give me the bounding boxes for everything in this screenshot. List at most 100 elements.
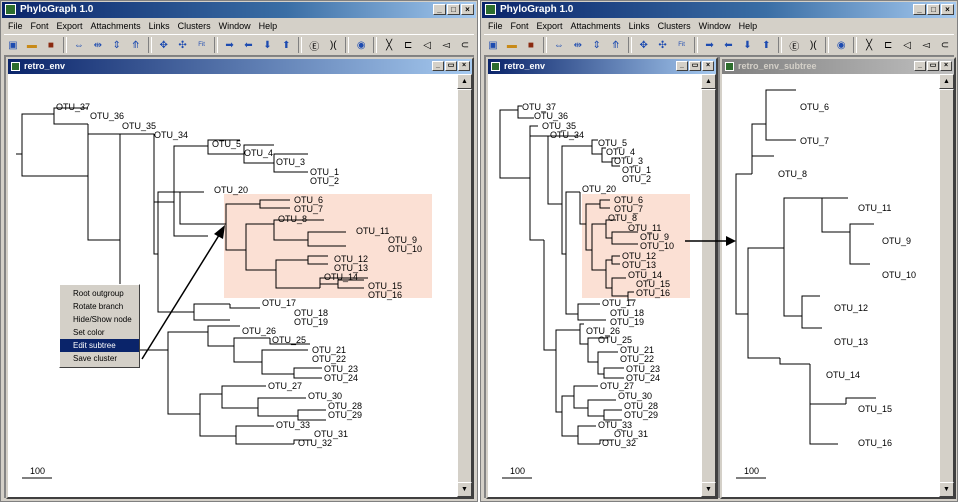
leaf-label[interactable]: OTU_17 (262, 298, 296, 308)
leaf-label[interactable]: OTU_28 (328, 401, 362, 411)
leaf-label[interactable]: OTU_30 (308, 391, 342, 401)
zoom-in-icon[interactable]: ✥ (639, 39, 648, 51)
leaf-label[interactable]: OTU_13 (334, 263, 368, 273)
leaf-label[interactable]: OTU_36 (90, 111, 124, 121)
bracket-icon[interactable]: )( (329, 39, 337, 51)
menu-file[interactable]: File (8, 21, 23, 31)
open-icon[interactable]: ▬ (506, 39, 517, 51)
leaf-label[interactable]: OTU_17 (602, 298, 636, 308)
cross-icon[interactable]: ╳ (386, 39, 393, 51)
leaf-label[interactable]: OTU_14 (628, 270, 662, 280)
fork-icon[interactable]: ⊂ (460, 39, 470, 51)
scroll-thumb[interactable] (939, 89, 954, 485)
menu-export[interactable]: Export (56, 21, 83, 31)
menu-item-root-outgroup[interactable]: Root outgroup (73, 289, 124, 298)
leaf-label[interactable]: OTU_29 (328, 410, 362, 420)
subtree-window-titlebar[interactable]: retro_env_subtree _ ▭ × (722, 59, 954, 74)
minimize-button[interactable]: _ (913, 4, 926, 15)
triangle-icon[interactable]: ◅ (922, 39, 930, 51)
menu-item-hide-show-node[interactable]: Hide/Show node (73, 315, 132, 324)
menu-window[interactable]: Window (698, 21, 731, 31)
leaf-label[interactable]: OTU_14 (324, 272, 358, 282)
leaf-label[interactable]: OTU_6 (614, 195, 643, 205)
leaf-label[interactable]: OTU_35 (122, 121, 156, 131)
leaf-label[interactable]: OTU_16 (636, 288, 670, 298)
leaf-label[interactable]: OTU_8 (778, 169, 807, 179)
arrow-right-icon[interactable]: ➡ (705, 39, 714, 51)
arrow-down-icon[interactable]: ⬇ (263, 39, 272, 51)
leaf-label[interactable]: OTU_6 (294, 195, 323, 205)
leaf-label[interactable]: OTU_30 (618, 391, 652, 401)
leaf-label[interactable]: OTU_31 (314, 429, 348, 439)
menu-font[interactable]: Font (510, 21, 529, 31)
leaf-label[interactable]: OTU_37 (56, 102, 90, 112)
leaf-label[interactable]: OTU_2 (622, 174, 651, 184)
leaf-label[interactable]: OTU_35 (542, 121, 576, 131)
leaf-label[interactable]: OTU_28 (624, 401, 658, 411)
arrow-right-icon[interactable]: ➡ (225, 39, 234, 51)
leaf-label[interactable]: OTU_36 (534, 111, 568, 121)
menu-item-rotate-branch[interactable]: Rotate branch (73, 302, 124, 311)
leaf-label[interactable]: OTU_9 (640, 232, 669, 242)
scroll-down-button[interactable]: ▼ (939, 482, 954, 497)
leaf-label[interactable]: OTU_24 (324, 373, 358, 383)
leaf-label[interactable]: OTU_22 (620, 354, 654, 364)
leaf-label[interactable]: OTU_33 (598, 420, 632, 430)
shrink-vertical-icon[interactable]: ⤊ (611, 39, 620, 51)
scroll-up-button[interactable]: ▲ (457, 74, 472, 89)
leaf-label[interactable]: OTU_26 (242, 326, 276, 336)
leaf-label[interactable]: OTU_13 (834, 337, 868, 347)
branch-icon[interactable]: ⊏ (403, 39, 413, 51)
menu-attachments[interactable]: Attachments (90, 21, 141, 31)
fit-icon[interactable]: Fit (678, 42, 685, 48)
leaf-label[interactable]: OTU_10 (640, 241, 674, 251)
leaf-label[interactable]: OTU_12 (622, 251, 656, 261)
close-button[interactable]: × (702, 61, 714, 71)
leaf-label[interactable]: OTU_27 (600, 381, 634, 391)
leaf-label[interactable]: OTU_11 (628, 223, 661, 233)
fit-icon[interactable]: Fit (198, 42, 205, 48)
leaf-label[interactable]: OTU_1 (622, 165, 651, 175)
bracket-icon[interactable]: )( (809, 39, 817, 51)
leaf-label[interactable]: OTU_11 (356, 226, 389, 236)
arrow-left-icon[interactable]: ⬅ (244, 39, 253, 51)
save-icon[interactable]: ■ (527, 39, 534, 51)
close-button[interactable]: × (461, 4, 474, 15)
branch-icon[interactable]: ⊏ (883, 39, 893, 51)
scroll-thumb[interactable] (457, 89, 472, 485)
leaf-label[interactable]: OTU_6 (800, 102, 829, 112)
leaf-label[interactable]: OTU_3 (276, 157, 305, 167)
label-icon[interactable]: Ⓔ (789, 41, 800, 53)
leaf-label[interactable]: OTU_9 (388, 235, 417, 245)
leaf-label[interactable]: OTU_27 (268, 381, 302, 391)
menu-clusters[interactable]: Clusters (177, 21, 211, 31)
leaf-label[interactable]: OTU_18 (294, 308, 328, 318)
fork-icon[interactable]: ⊂ (940, 39, 950, 51)
expand-vertical-icon[interactable]: ⇕ (592, 39, 601, 51)
leaf-label[interactable]: OTU_20 (582, 184, 616, 194)
menu-item-edit-subtree[interactable]: Edit subtree (60, 339, 139, 352)
label-icon[interactable]: Ⓔ (309, 41, 320, 53)
zoom-in-icon[interactable]: ✥ (159, 39, 168, 51)
leaf-label[interactable]: OTU_8 (608, 213, 637, 223)
leaf-label[interactable]: OTU_11 (858, 203, 891, 213)
leaf-label[interactable]: OTU_23 (324, 364, 358, 374)
menu-file[interactable]: File (488, 21, 503, 31)
minimize-button[interactable]: _ (432, 61, 444, 71)
expand-vertical-icon[interactable]: ⇕ (112, 39, 121, 51)
triangle-icon[interactable]: ◅ (442, 39, 450, 51)
leaf-label[interactable]: OTU_19 (610, 317, 644, 327)
leaf-label[interactable]: OTU_19 (294, 317, 328, 327)
minimize-button[interactable]: _ (433, 4, 446, 15)
leaf-label[interactable]: OTU_5 (598, 138, 627, 148)
leaf-label[interactable]: OTU_18 (610, 308, 644, 318)
leaf-label[interactable]: OTU_33 (276, 420, 310, 430)
subtree-canvas[interactable]: OTU_6 OTU_7 OTU_8 OTU_11 OTU_9 OTU_10 OT… (722, 74, 939, 497)
leaf-label[interactable]: OTU_7 (614, 204, 643, 214)
leaf-label[interactable]: OTU_31 (614, 429, 648, 439)
leaf-label[interactable]: OTU_14 (826, 370, 860, 380)
globe-icon[interactable]: ◉ (836, 39, 846, 51)
leaf-label[interactable]: OTU_10 (388, 244, 422, 254)
leaf-label[interactable]: OTU_4 (244, 148, 273, 158)
restore-button[interactable]: ▭ (927, 61, 939, 71)
